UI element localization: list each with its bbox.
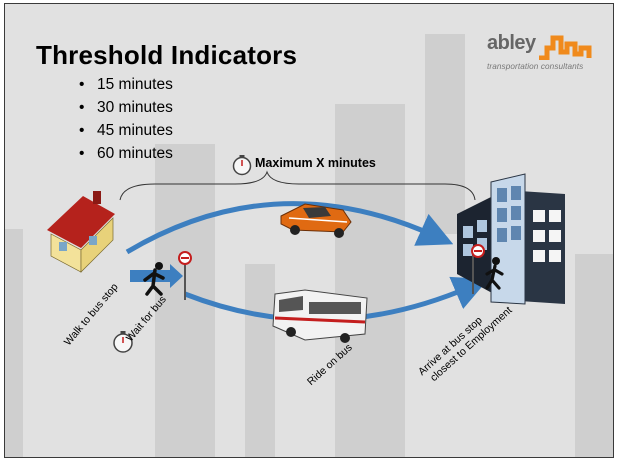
slide: Threshold Indicators 15 minutes 30 minut… — [4, 3, 614, 458]
bus-stop-sign-icon — [471, 244, 485, 294]
threshold-list: 15 minutes 30 minutes 45 minutes 60 minu… — [79, 75, 173, 167]
slide-title: Threshold Indicators — [36, 40, 298, 70]
bus-stop-sign-icon — [178, 251, 192, 300]
background-block — [5, 229, 23, 457]
logo-word: abley — [487, 32, 536, 54]
car-route-arrow — [125, 201, 454, 255]
office-building-icon — [457, 173, 565, 305]
logo-mark-icon — [539, 35, 592, 60]
threshold-item: 30 minutes — [79, 98, 173, 121]
threshold-item: 45 minutes — [79, 121, 173, 144]
threshold-item: 60 minutes — [79, 144, 173, 167]
stopwatch-icon — [232, 155, 252, 176]
background-block — [335, 104, 405, 457]
background-block — [575, 254, 613, 457]
duration-brace — [119, 170, 476, 201]
house-icon — [47, 191, 115, 273]
background-block — [245, 264, 275, 457]
logo-tagline: transportation consultants — [487, 62, 584, 71]
threshold-item: 15 minutes — [79, 75, 173, 98]
stopwatch-icon — [113, 331, 133, 353]
car-icon — [280, 203, 352, 238]
max-duration-label: Maximum X minutes — [255, 156, 376, 170]
journey-diagram — [47, 155, 565, 353]
walking-person-icon — [485, 257, 504, 290]
walking-person-icon — [130, 262, 183, 296]
company-logo: abley transportation consultants — [487, 32, 597, 84]
bus-icon — [272, 289, 368, 343]
background-block — [425, 34, 465, 234]
